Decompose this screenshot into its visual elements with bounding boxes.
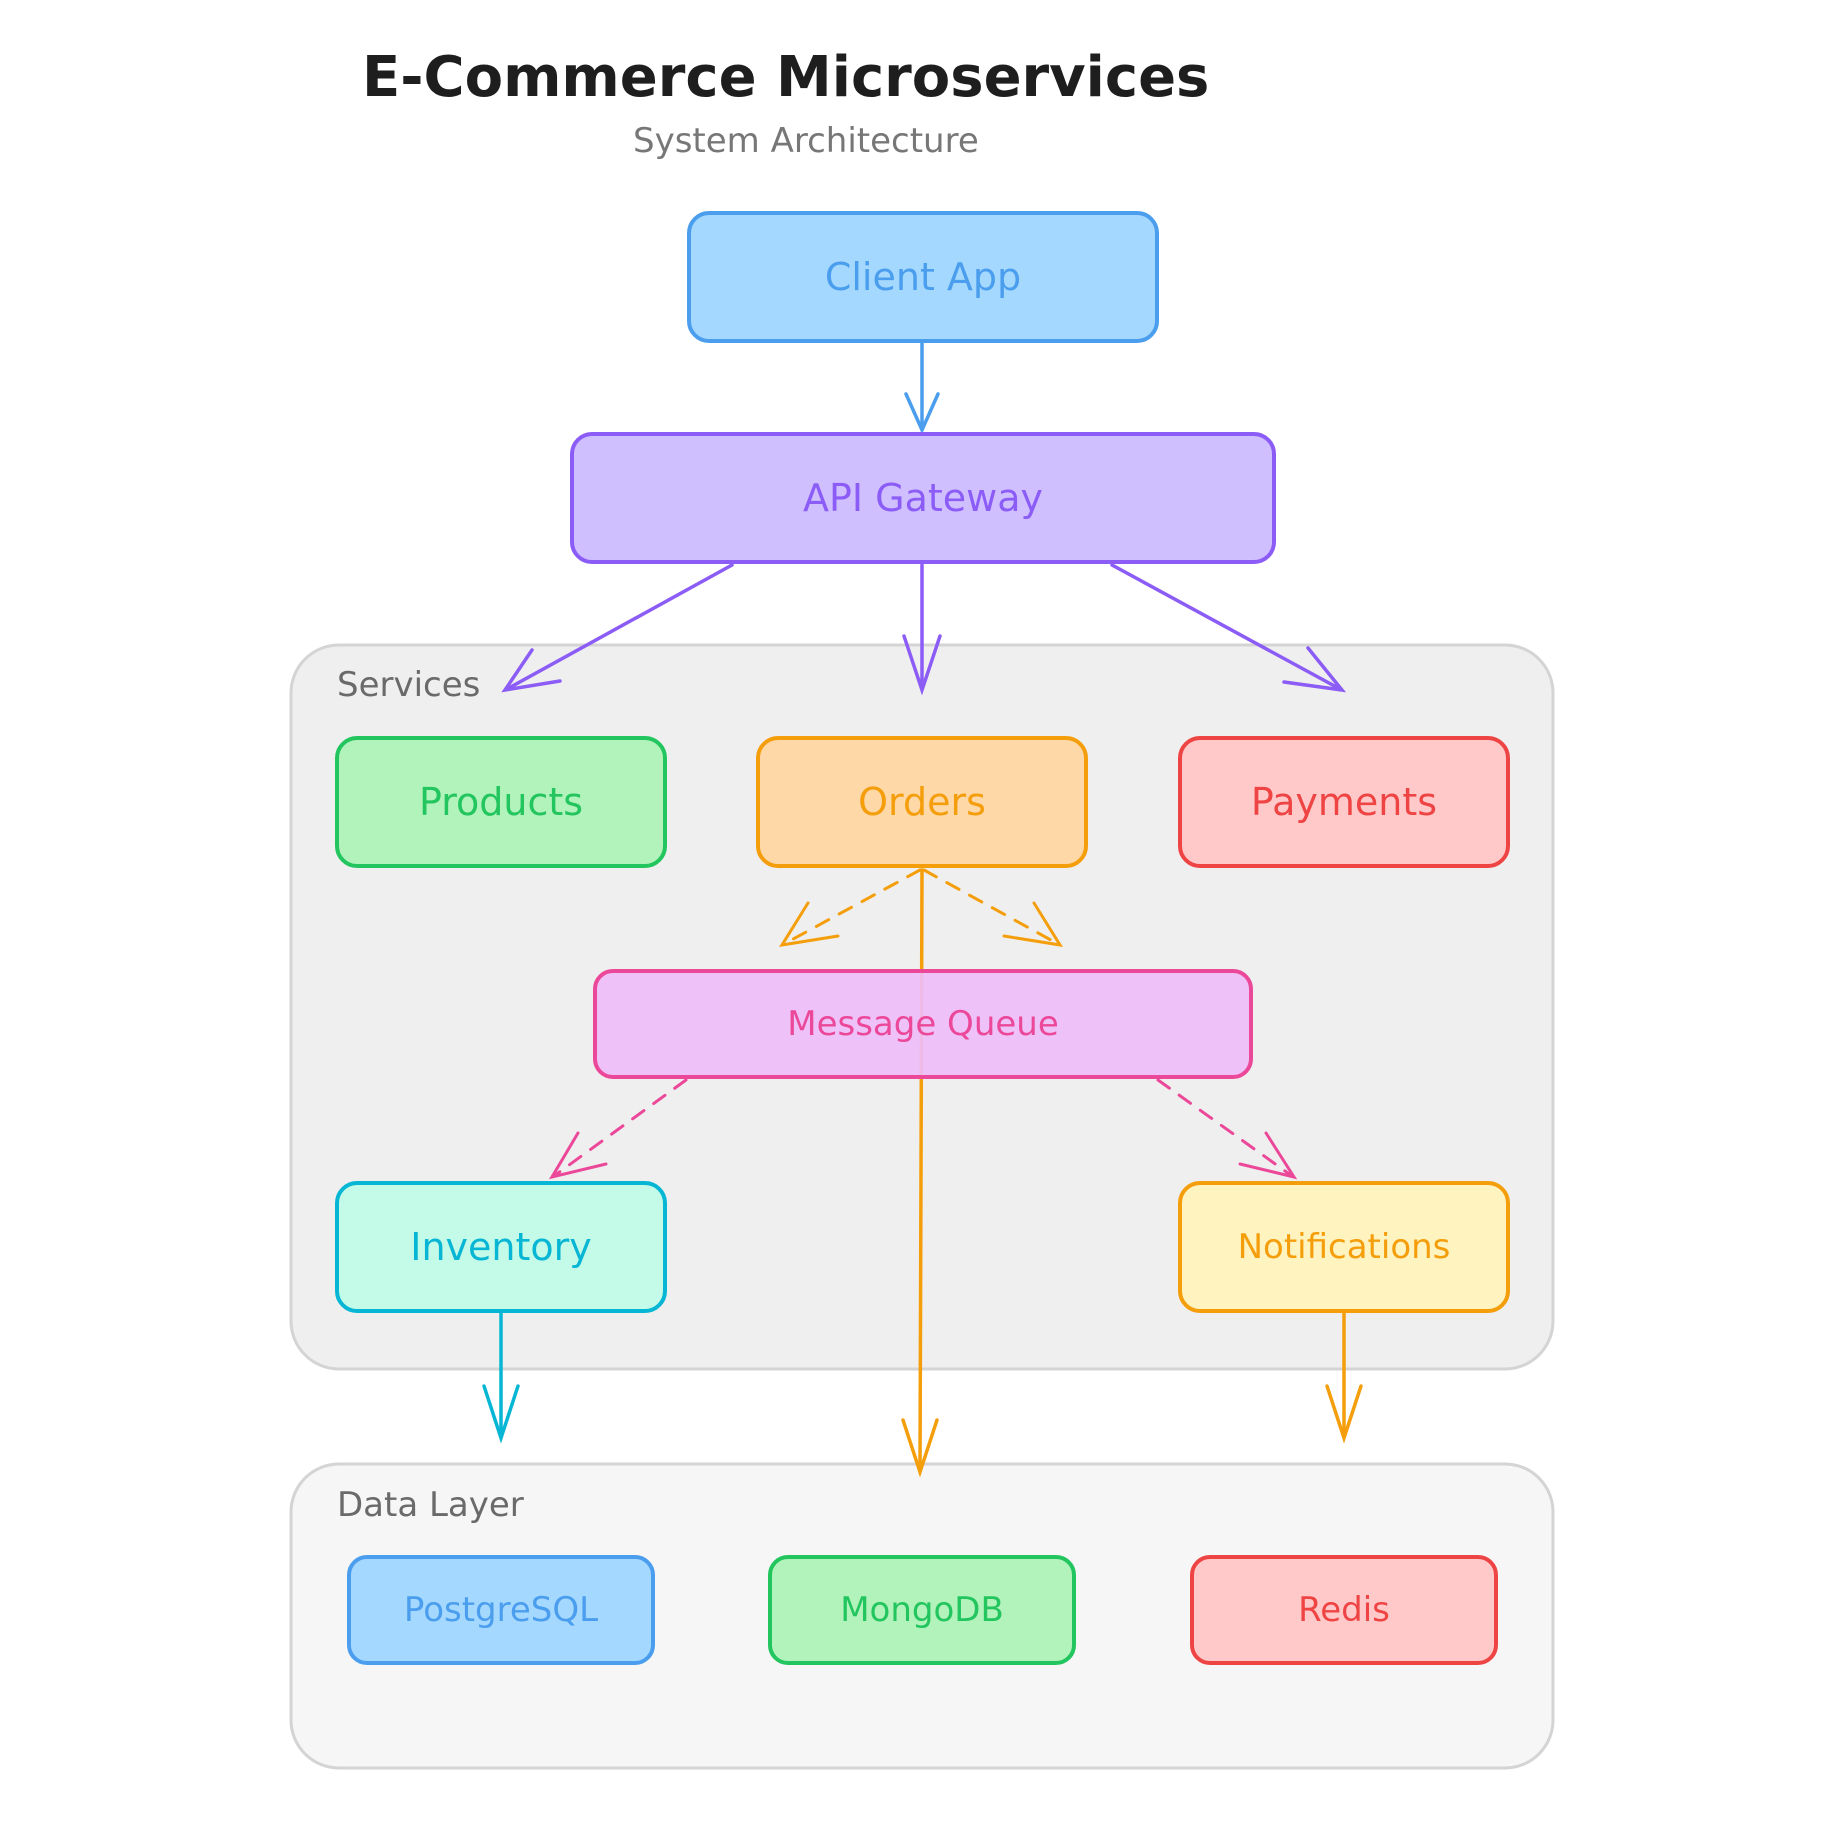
edge-queue-to-notifications bbox=[1156, 1078, 1298, 1180]
node-orders[interactable]: Orders bbox=[756, 736, 1088, 868]
node-redis[interactable]: Redis bbox=[1190, 1555, 1498, 1665]
edge-inventory-to-postgresql bbox=[482, 1311, 520, 1444]
edge-orders-mongodb-arrowhead bbox=[901, 1418, 939, 1478]
node-client-app-label: Client App bbox=[825, 255, 1021, 299]
node-mongodb[interactable]: MongoDB bbox=[768, 1555, 1076, 1665]
node-payments[interactable]: Payments bbox=[1178, 736, 1510, 868]
edge-notifications-to-redis bbox=[1325, 1311, 1363, 1444]
edge-gateway-to-products bbox=[501, 563, 734, 693]
node-notifications-label: Notifications bbox=[1238, 1227, 1451, 1267]
node-client-app[interactable]: Client App bbox=[687, 211, 1159, 343]
edge-orders-to-mongodb bbox=[918, 868, 924, 1472]
node-mongodb-label: MongoDB bbox=[840, 1590, 1004, 1630]
page-title: E-Commerce Microservices bbox=[362, 45, 1209, 110]
edge-client-to-gateway bbox=[904, 341, 940, 435]
page-subtitle: System Architecture bbox=[633, 121, 979, 161]
edge-orders-to-queue-right bbox=[922, 868, 1064, 948]
node-message-queue[interactable]: Message Queue bbox=[593, 969, 1253, 1079]
node-message-queue-label: Message Queue bbox=[787, 1004, 1059, 1044]
node-payments-label: Payments bbox=[1251, 780, 1437, 824]
node-inventory[interactable]: Inventory bbox=[335, 1181, 667, 1313]
node-redis-label: Redis bbox=[1298, 1590, 1390, 1630]
edge-queue-to-inventory bbox=[548, 1078, 688, 1180]
node-notifications[interactable]: Notifications bbox=[1178, 1181, 1510, 1313]
edge-gateway-to-payments bbox=[1110, 563, 1347, 693]
data-layer-group-label: Data Layer bbox=[337, 1485, 524, 1525]
node-api-gateway[interactable]: API Gateway bbox=[570, 432, 1276, 564]
services-group-label: Services bbox=[337, 665, 480, 705]
node-api-gateway-label: API Gateway bbox=[803, 476, 1043, 520]
node-products-label: Products bbox=[419, 780, 583, 824]
edge-gateway-to-orders bbox=[902, 563, 942, 696]
node-postgresql[interactable]: PostgreSQL bbox=[347, 1555, 655, 1665]
node-products[interactable]: Products bbox=[335, 736, 667, 868]
node-inventory-label: Inventory bbox=[410, 1225, 592, 1269]
node-orders-label: Orders bbox=[858, 780, 986, 824]
edge-orders-to-queue-left bbox=[778, 868, 922, 948]
node-postgresql-label: PostgreSQL bbox=[404, 1590, 598, 1630]
